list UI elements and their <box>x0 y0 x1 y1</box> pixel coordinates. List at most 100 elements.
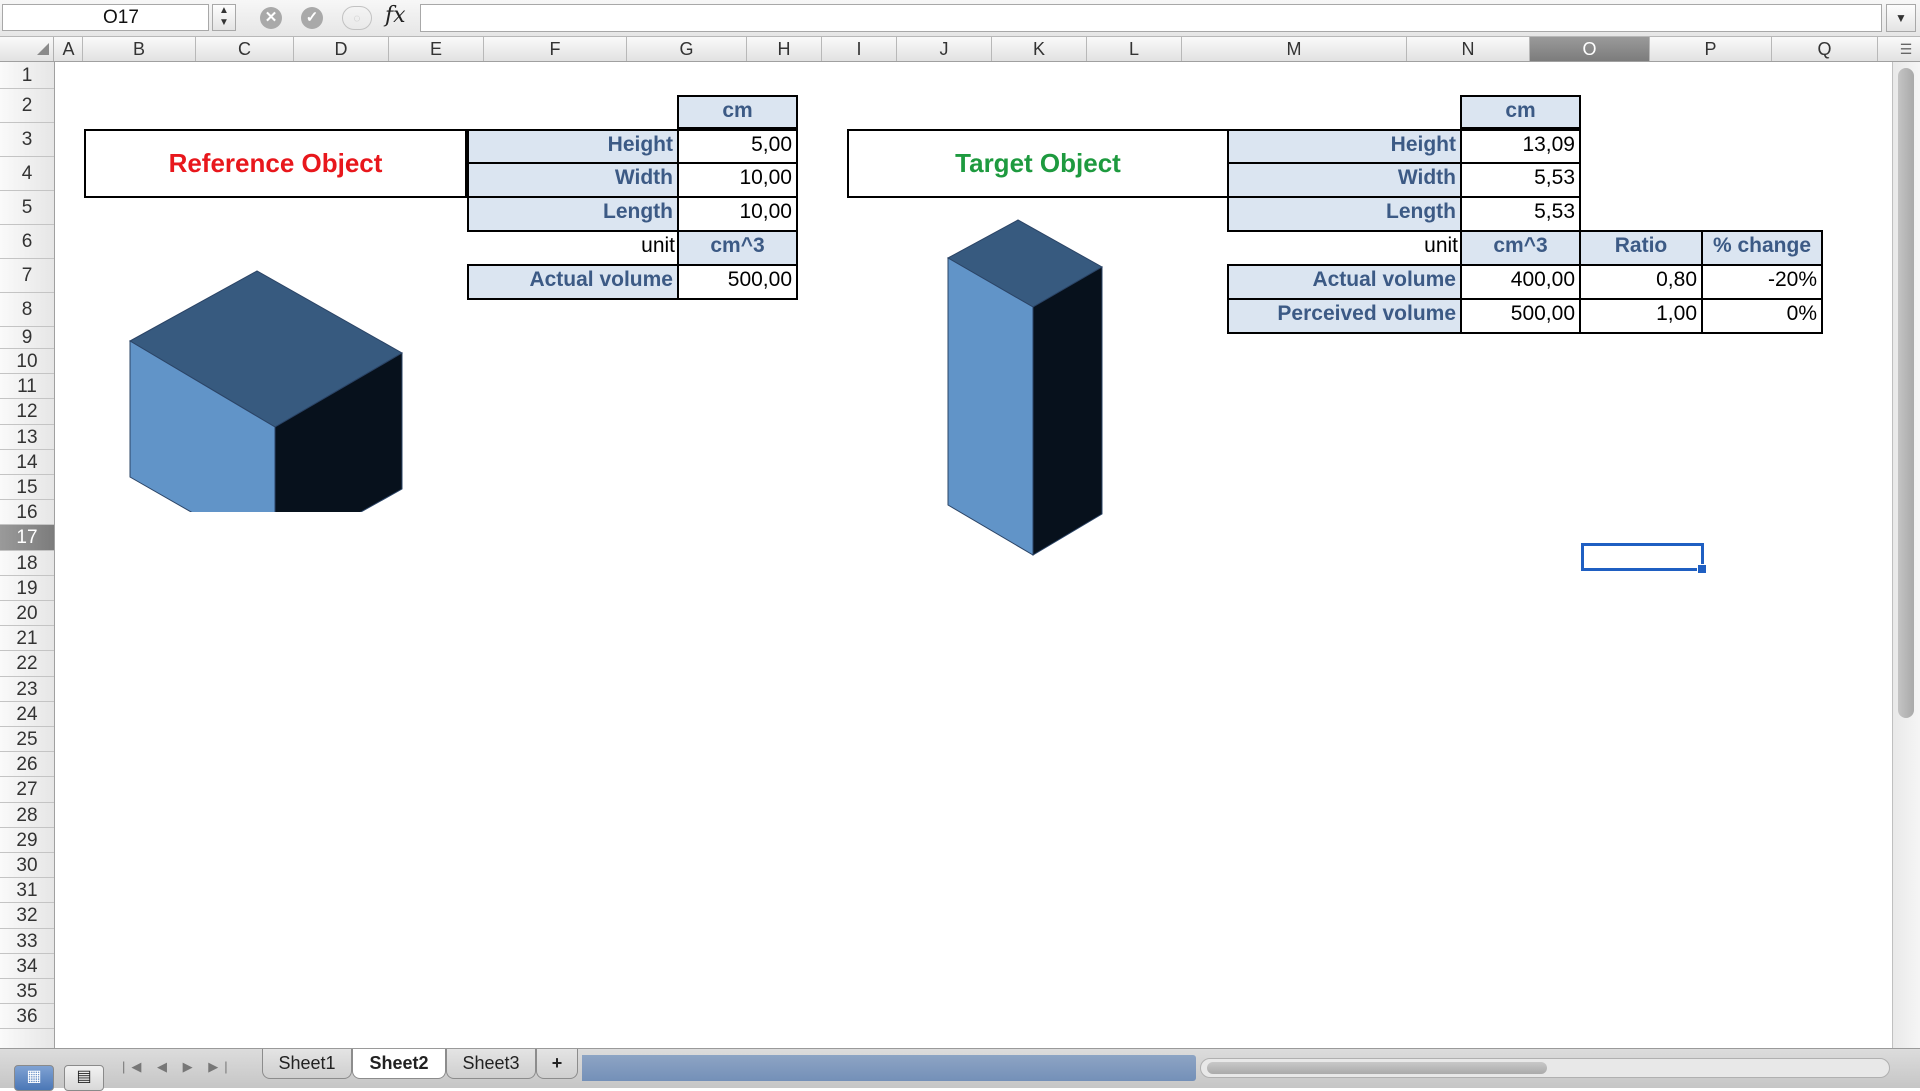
column-header-j[interactable]: J <box>897 37 992 61</box>
column-header-n[interactable]: N <box>1407 37 1530 61</box>
row-header-24[interactable]: 24 <box>0 702 54 727</box>
column-header-c[interactable]: C <box>196 37 294 61</box>
insert-function-icon[interactable]: ◌ <box>342 6 372 30</box>
name-box[interactable]: O17 <box>2 4 209 31</box>
row-header-29[interactable]: 29 <box>0 828 54 853</box>
row-header-16[interactable]: 16 <box>0 500 54 526</box>
add-sheet-button[interactable]: + <box>536 1049 578 1079</box>
target-actual-ratio-value[interactable]: 0,80 <box>1579 264 1703 300</box>
column-header-b[interactable]: B <box>83 37 196 61</box>
row-header-33[interactable]: 33 <box>0 929 54 954</box>
fx-label[interactable]: fx <box>385 3 406 28</box>
row-header-17[interactable]: 17 <box>0 525 54 551</box>
row-header-13[interactable]: 13 <box>0 425 54 450</box>
row-header-10[interactable]: 10 <box>0 349 54 375</box>
column-header-a[interactable]: A <box>55 37 83 61</box>
row-header-28[interactable]: 28 <box>0 803 54 828</box>
target-actual-change-value[interactable]: -20% <box>1701 264 1823 300</box>
target-volume-unit-cell[interactable]: cm^3 <box>1460 230 1581 266</box>
target-length-value[interactable]: 5,53 <box>1460 196 1581 232</box>
page-layout-view-icon[interactable]: ▤ <box>64 1065 104 1091</box>
horizontal-scroll-thumb[interactable] <box>1207 1062 1547 1074</box>
target-perceived-ratio-value[interactable]: 1,00 <box>1579 298 1703 334</box>
row-header-27[interactable]: 27 <box>0 777 54 803</box>
selected-cell-o17[interactable] <box>1581 543 1704 571</box>
target-unit-cell[interactable]: cm <box>1460 95 1581 129</box>
column-header-h[interactable]: H <box>747 37 822 61</box>
row-header-9[interactable]: 9 <box>0 327 54 349</box>
column-header-d[interactable]: D <box>294 37 389 61</box>
row-header-5[interactable]: 5 <box>0 191 54 225</box>
ref-length-value[interactable]: 10,00 <box>677 196 798 232</box>
target-cube-shape[interactable] <box>945 217 1125 562</box>
row-header-19[interactable]: 19 <box>0 576 54 601</box>
target-width-value[interactable]: 5,53 <box>1460 162 1581 198</box>
row-header-3[interactable]: 3 <box>0 123 54 157</box>
target-length-label[interactable]: Length <box>1227 196 1462 232</box>
row-header-32[interactable]: 32 <box>0 903 54 929</box>
column-header-g[interactable]: G <box>627 37 747 61</box>
row-header-7[interactable]: 7 <box>0 259 54 293</box>
column-header-k[interactable]: K <box>992 37 1087 61</box>
row-header-15[interactable]: 15 <box>0 475 54 501</box>
column-header-m[interactable]: M <box>1182 37 1407 61</box>
row-header-36[interactable]: 36 <box>0 1004 54 1030</box>
ref-actual-volume-value[interactable]: 500,00 <box>677 264 798 300</box>
target-width-label[interactable]: Width <box>1227 162 1462 198</box>
sheet-grid[interactable]: unit cm Reference Object Height 5,00 Wid… <box>55 62 1892 1048</box>
horizontal-scrollbar[interactable] <box>1200 1058 1890 1078</box>
column-header-p[interactable]: P <box>1650 37 1772 61</box>
row-header-25[interactable]: 25 <box>0 727 54 753</box>
target-perceived-volume-value[interactable]: 500,00 <box>1460 298 1581 334</box>
normal-view-icon[interactable]: ▦ <box>14 1065 54 1091</box>
row-header-34[interactable]: 34 <box>0 954 54 979</box>
target-change-header[interactable]: % change <box>1701 230 1823 266</box>
row-header-30[interactable]: 30 <box>0 853 54 879</box>
tab-sheet1[interactable]: Sheet1 <box>262 1049 352 1079</box>
row-header-21[interactable]: 21 <box>0 626 54 652</box>
ref-height-value[interactable]: 5,00 <box>677 129 798 164</box>
ref-length-label[interactable]: Length <box>467 196 679 232</box>
row-header-4[interactable]: 4 <box>0 157 54 191</box>
confirm-icon[interactable]: ✓ <box>301 7 323 29</box>
select-all-corner[interactable] <box>0 37 54 61</box>
row-header-31[interactable]: 31 <box>0 878 54 904</box>
target-ratio-header[interactable]: Ratio <box>1579 230 1703 266</box>
row-header-26[interactable]: 26 <box>0 752 54 778</box>
target-actual-volume-value[interactable]: 400,00 <box>1460 264 1581 300</box>
formula-input[interactable] <box>420 4 1882 32</box>
ref-width-label[interactable]: Width <box>467 162 679 198</box>
row-header-20[interactable]: 20 <box>0 601 54 627</box>
column-header-l[interactable]: L <box>1087 37 1182 61</box>
ref-actual-volume-label[interactable]: Actual volume <box>467 264 679 300</box>
row-header-2[interactable]: 2 <box>0 89 54 123</box>
fill-handle[interactable] <box>1697 564 1707 574</box>
row-header-6[interactable]: 6 <box>0 225 54 259</box>
tab-sheet3[interactable]: Sheet3 <box>446 1049 536 1079</box>
column-header-i[interactable]: I <box>822 37 897 61</box>
target-height-value[interactable]: 13,09 <box>1460 129 1581 164</box>
row-header-23[interactable]: 23 <box>0 677 54 702</box>
target-height-label[interactable]: Height <box>1227 129 1462 164</box>
target-actual-volume-label[interactable]: Actual volume <box>1227 264 1462 300</box>
ref-width-value[interactable]: 10,00 <box>677 162 798 198</box>
row-header-1[interactable]: 1 <box>0 62 54 89</box>
tab-sheet2[interactable]: Sheet2 <box>352 1049 446 1079</box>
cancel-icon[interactable]: ✕ <box>260 7 282 29</box>
column-header-o[interactable]: O <box>1530 37 1650 61</box>
row-header-18[interactable]: 18 <box>0 551 54 576</box>
name-box-stepper[interactable]: ▲▼ <box>212 4 236 31</box>
split-view-icon[interactable]: ☰ <box>1899 41 1913 57</box>
row-header-12[interactable]: 12 <box>0 399 54 425</box>
target-perceived-volume-label[interactable]: Perceived volume <box>1227 298 1462 334</box>
target-volume-unit-label[interactable]: unit <box>1424 234 1458 257</box>
reference-cube-shape[interactable] <box>125 267 465 512</box>
vertical-scrollbar[interactable] <box>1892 62 1920 1048</box>
ref-unit-cell[interactable]: cm <box>677 95 798 129</box>
ref-volume-unit-label[interactable]: unit <box>641 234 675 257</box>
formula-bar-expand-button[interactable]: ▼ <box>1886 4 1916 32</box>
target-perceived-change-value[interactable]: 0% <box>1701 298 1823 334</box>
row-header-35[interactable]: 35 <box>0 979 54 1005</box>
row-header-11[interactable]: 11 <box>0 374 54 400</box>
row-header-14[interactable]: 14 <box>0 450 54 475</box>
